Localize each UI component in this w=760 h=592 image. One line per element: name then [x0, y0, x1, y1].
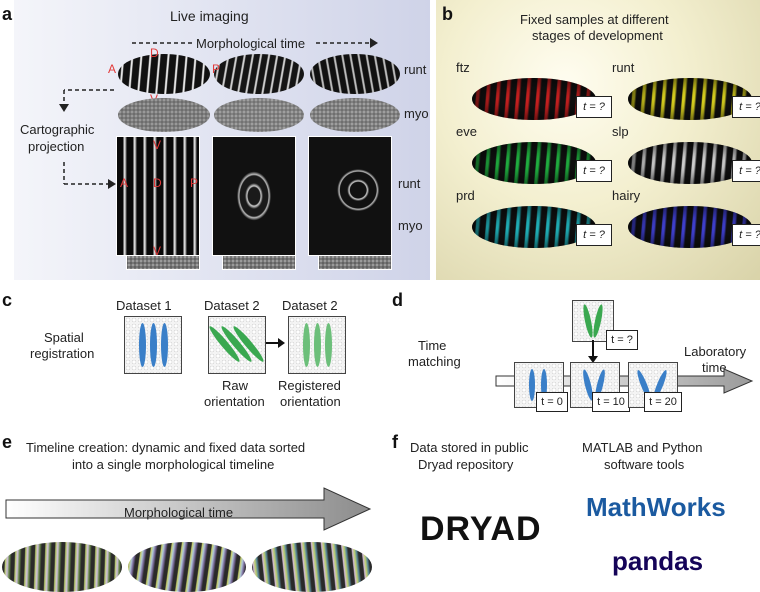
- raw-label-line1: Raw: [222, 378, 249, 393]
- dataset1-stripe: [150, 323, 157, 367]
- gene-label-runt: runt: [612, 60, 635, 75]
- timeline-title-line1: Timeline creation: dynamic and fixed dat…: [26, 440, 306, 455]
- axis-p-label: P: [212, 62, 221, 76]
- live-embryo-runt-1: [118, 54, 210, 94]
- registered-label-line1: Registered: [278, 378, 341, 393]
- row-myo-label: myo: [404, 106, 429, 121]
- proj-axis-p: P: [190, 176, 199, 190]
- timeline-embryo-1: [2, 542, 122, 592]
- fixed-embryo-hairy: [628, 206, 752, 248]
- gene-label-prd: prd: [456, 188, 475, 203]
- t-unknown-box-eve: t = ?: [576, 160, 612, 182]
- proj-myo-label: myo: [398, 218, 423, 233]
- fixed-embryo-prd: [472, 206, 596, 248]
- registration-arrow: [266, 338, 285, 348]
- panel-c-label: c: [2, 290, 13, 310]
- raw-label-line2: orientation: [204, 394, 265, 409]
- row-runt-label: runt: [404, 62, 427, 77]
- live-embryo-myo-2: [214, 98, 304, 132]
- dryad-logo: DRYAD: [420, 510, 542, 548]
- proj-runt-2: [212, 136, 296, 256]
- fixed-embryo-eve: [472, 142, 596, 184]
- proj-axis-d: D: [153, 176, 162, 190]
- fixed-embryo-runt: [628, 78, 752, 120]
- time0-stripe: [529, 369, 535, 401]
- axis-d-label: D: [150, 46, 159, 60]
- carto-label-line1: Cartographic: [20, 122, 95, 137]
- dataset2-raw-label: Dataset 2: [204, 298, 260, 313]
- pandas-logo: pandas: [612, 546, 704, 576]
- live-embryo-runt-3: [310, 54, 400, 94]
- lab-time-line2: time: [702, 360, 727, 375]
- t0-box: t = 0: [536, 392, 568, 412]
- carto-label-line2: projection: [28, 139, 85, 154]
- dataset2-reg-label: Dataset 2: [282, 298, 338, 313]
- panel-f-label: f: [392, 432, 398, 452]
- time-matching-line2: matching: [408, 354, 461, 369]
- time-matching-line1: Time: [418, 338, 447, 353]
- t-unknown-box-hairy: t = ?: [732, 224, 760, 246]
- timeline-arrow-label: Morphological time: [124, 505, 234, 520]
- query-stripe: [591, 303, 605, 339]
- gene-label-hairy: hairy: [612, 188, 641, 203]
- live-imaging-title: Live imaging: [170, 8, 249, 24]
- morph-time-label: Morphological time: [196, 36, 306, 51]
- timeline-embryo-2: [128, 542, 246, 592]
- proj-runt-3: [308, 136, 392, 256]
- tools-desc-line1: MATLAB and Python: [582, 440, 703, 455]
- dryad-desc-line1: Data stored in public: [410, 440, 529, 455]
- dataset1-label: Dataset 1: [116, 298, 172, 313]
- morph-time-arrow: [132, 38, 378, 48]
- gene-label-ftz: ftz: [456, 60, 470, 75]
- timeline-arrow: [5, 487, 372, 531]
- mathworks-logo: MathWorks: [586, 492, 726, 522]
- dataset2-reg-stripe: [303, 323, 310, 367]
- proj-axis-a: A: [120, 176, 129, 190]
- dataset2-reg-stripe: [325, 323, 332, 367]
- panel-e-label: e: [2, 432, 13, 452]
- dataset2-reg-grid: [288, 316, 346, 374]
- t-query-box: t = ?: [606, 330, 638, 350]
- spatial-label-line2: registration: [30, 346, 95, 361]
- t-unknown-box-prd: t = ?: [576, 224, 612, 246]
- registered-label-line2: orientation: [280, 394, 341, 409]
- live-embryo-myo-1: [118, 98, 210, 132]
- t20-box: t = 20: [644, 392, 682, 412]
- proj-runt-1: [116, 136, 200, 256]
- fixed-title-line1: Fixed samples at different: [520, 12, 669, 27]
- timeline-embryo-3: [252, 542, 372, 592]
- dryad-desc-line2: Dryad repository: [418, 457, 514, 472]
- dataset2-raw-grid: [207, 316, 266, 374]
- panel-d-label: d: [392, 290, 403, 310]
- gene-label-eve: eve: [456, 124, 477, 139]
- fixed-title-line2: stages of development: [532, 28, 663, 43]
- dataset1-stripe: [161, 323, 168, 367]
- spatial-label-line1: Spatial: [44, 330, 84, 345]
- live-embryo-runt-2: [214, 54, 304, 94]
- panel-b-label: b: [442, 4, 453, 24]
- live-embryo-myo-3: [310, 98, 400, 132]
- dataset1-grid: [124, 316, 182, 374]
- proj-runt-label: runt: [398, 176, 421, 191]
- dataset2-reg-stripe: [314, 323, 321, 367]
- t-unknown-box-slp: t = ?: [732, 160, 760, 182]
- proj-axis-v-bottom: V: [153, 244, 162, 258]
- t-unknown-box-ftz: t = ?: [576, 96, 612, 118]
- t-unknown-box-runt: t = ?: [732, 96, 760, 118]
- tools-desc-line2: software tools: [604, 457, 685, 472]
- fixed-embryo-ftz: [472, 78, 596, 120]
- carto-arrows: [59, 89, 116, 189]
- match-arrow: [588, 340, 598, 363]
- proj-axis-v-top: V: [153, 138, 162, 152]
- timeline-title-line2: into a single morphological timeline: [72, 457, 275, 472]
- gene-label-slp: slp: [612, 124, 629, 139]
- fixed-embryo-slp: [628, 142, 752, 184]
- t10-box: t = 10: [592, 392, 630, 412]
- lab-time-line1: Laboratory: [684, 344, 747, 359]
- dataset1-stripe: [139, 323, 146, 367]
- time0-stripe: [541, 369, 547, 401]
- panel-a-label: a: [2, 4, 13, 24]
- axis-a-label: A: [108, 62, 117, 76]
